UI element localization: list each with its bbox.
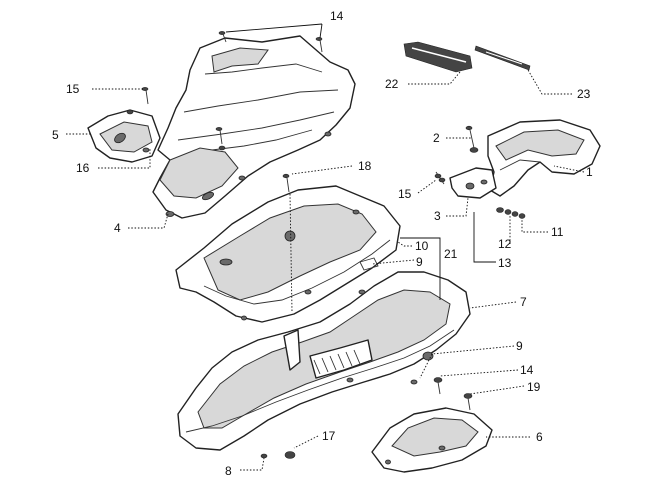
part-1-rear-fender — [487, 119, 601, 197]
callout-11: 11 — [551, 225, 564, 239]
callout-9-upper: 9 — [416, 255, 423, 269]
callout-4: 4 — [114, 221, 121, 235]
callout-12: 12 — [498, 237, 512, 251]
decal-23-stripe — [474, 45, 531, 71]
screws-top — [126, 31, 323, 151]
part-4-seat-cover — [152, 35, 356, 219]
callout-2: 2 — [433, 131, 440, 145]
callout-14-lower: 14 — [520, 363, 534, 377]
callout-7: 7 — [520, 295, 527, 309]
callout-6: 6 — [536, 430, 543, 444]
screws-bottom — [260, 173, 473, 459]
callout-15-left: 15 — [66, 82, 80, 96]
part-3-bracket — [434, 125, 526, 219]
part-5-side-piece — [87, 109, 161, 163]
callout-15-right: 15 — [398, 187, 412, 201]
callout-labels: 14 15 5 16 4 22 23 2 1 15 3 11 12 13 18 … — [52, 9, 593, 478]
leader-lines — [66, 23, 585, 471]
callout-8: 8 — [225, 464, 232, 478]
part-6-lower-cover — [371, 407, 493, 473]
callout-18: 18 — [358, 159, 372, 173]
decal-22-logo — [403, 41, 473, 73]
part-7-underbody — [177, 271, 471, 451]
callout-19: 19 — [527, 380, 541, 394]
callout-10: 10 — [415, 239, 429, 253]
callout-17: 17 — [322, 429, 336, 443]
callout-14-top: 14 — [330, 9, 344, 23]
part-10-middle-tray — [175, 185, 401, 323]
callout-16: 16 — [76, 161, 90, 175]
callout-1: 1 — [586, 165, 593, 179]
callout-5: 5 — [52, 128, 59, 142]
callout-21: 21 — [444, 247, 458, 261]
callout-23: 23 — [577, 87, 591, 101]
callout-3: 3 — [434, 209, 441, 223]
callout-13: 13 — [498, 256, 512, 270]
callout-9-lower: 9 — [516, 339, 523, 353]
callout-22: 22 — [385, 77, 399, 91]
